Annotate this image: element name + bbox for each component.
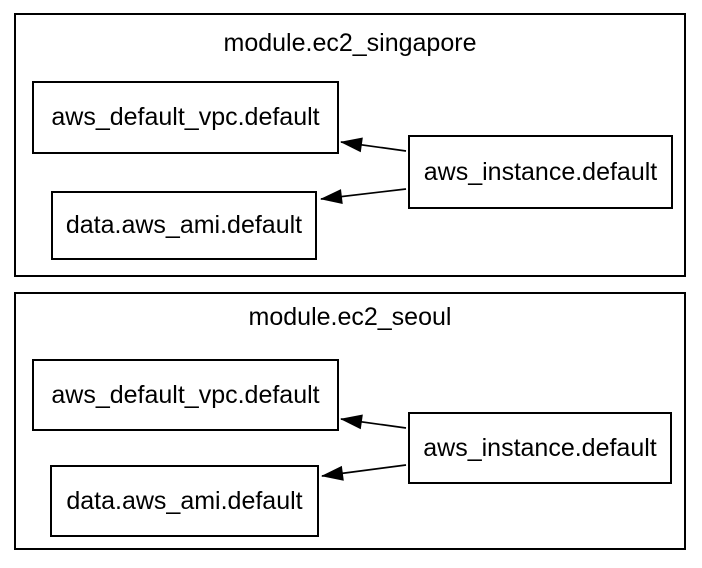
cluster-title-ec2-seoul: module.ec2_seoul [248, 303, 452, 331]
node-aws-default-vpc: aws_default_vpc.default [32, 81, 339, 154]
cluster-title-ec2-singapore: module.ec2_singapore [223, 29, 477, 57]
cluster-ec2-singapore: module.ec2_singapore aws_default_vpc.def… [14, 13, 686, 277]
node-data-aws-ami: data.aws_ami.default [51, 191, 317, 260]
node-aws-instance: aws_instance.default [408, 135, 673, 209]
cluster-ec2-seoul: module.ec2_seoul aws_default_vpc.default… [14, 292, 686, 550]
node-aws-instance: aws_instance.default [408, 412, 672, 484]
node-data-aws-ami: data.aws_ami.default [50, 465, 319, 537]
node-aws-default-vpc: aws_default_vpc.default [32, 359, 339, 431]
